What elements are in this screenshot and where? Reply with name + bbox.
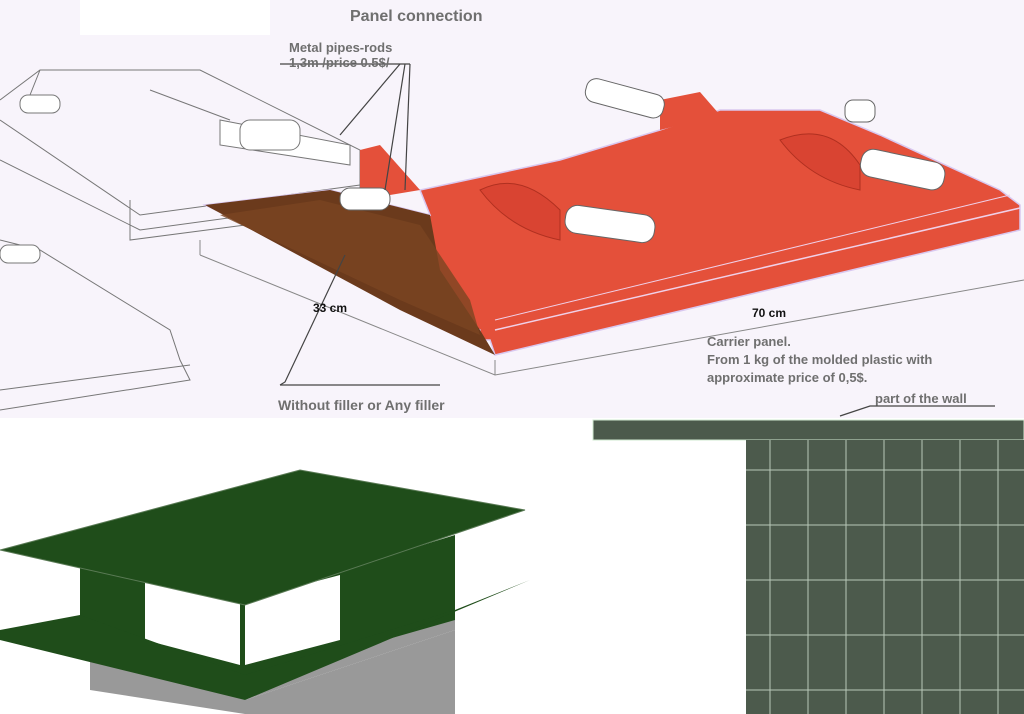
length-dimension: 70 cm bbox=[752, 306, 787, 320]
leader-lines bbox=[279, 63, 995, 417]
metal-rods bbox=[339, 78, 946, 244]
house-model bbox=[0, 469, 530, 714]
wall-top-strip bbox=[592, 419, 1024, 441]
diagram-title: Panel connection bbox=[350, 8, 483, 25]
carrier-label-line2: From 1 kg of the molded plastic with bbox=[707, 352, 933, 367]
line-art-panels bbox=[0, 69, 361, 411]
pipes-label-line2: 1,3m /price 0.5$/ bbox=[289, 55, 390, 70]
filler-label: Without filler or Any filler bbox=[278, 397, 445, 413]
wall-section bbox=[746, 440, 1024, 714]
carrier-label-line3: approximate price of 0,5$. bbox=[707, 370, 868, 385]
width-dimension: 33 cm bbox=[313, 301, 348, 315]
carrier-label-line1: Carrier panel. bbox=[707, 334, 791, 349]
wall-label: part of the wall bbox=[875, 391, 967, 406]
pipes-label-line1: Metal pipes-rods bbox=[289, 40, 393, 55]
dimension-lines bbox=[199, 240, 1024, 376]
